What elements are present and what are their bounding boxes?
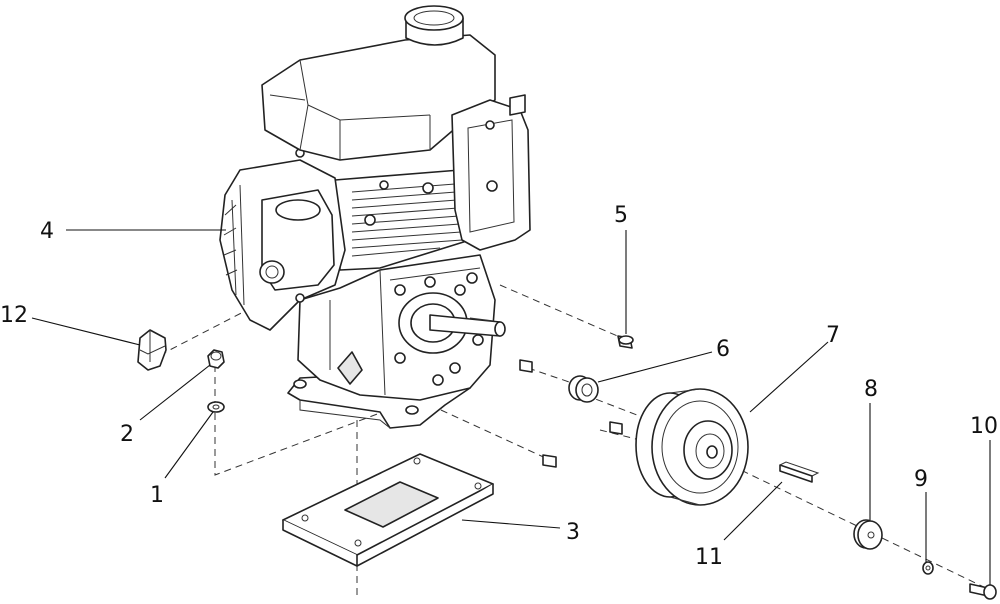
callout-12: 12 [0, 303, 28, 328]
callout-6: 6 [716, 337, 730, 362]
part-6-spacer [568, 375, 599, 403]
part-11-key [779, 461, 820, 483]
callout-3: 3 [566, 520, 580, 545]
callout-labels: 1 2 3 4 5 6 7 8 9 10 11 12 [0, 203, 998, 570]
part-7-pulley [635, 388, 749, 506]
crankcase-vent-slot [337, 351, 363, 385]
leader-lines [31, 229, 991, 585]
part-2-nut [207, 349, 225, 369]
part-10-bolt [969, 583, 997, 600]
callout-2: 2 [120, 422, 134, 447]
callout-8: 8 [864, 377, 878, 402]
callout-4: 4 [40, 219, 54, 244]
callout-5: 5 [614, 203, 628, 228]
part-12-bracket [137, 329, 167, 371]
part-9-lock-washer [922, 561, 934, 575]
part-5-bolt [617, 335, 634, 349]
callout-9: 9 [914, 467, 928, 492]
callout-10: 10 [970, 414, 998, 439]
part-1-washer [207, 401, 225, 413]
air-cleaner-cover [451, 99, 531, 251]
callout-1: 1 [150, 483, 164, 508]
callout-11: 11 [695, 545, 723, 570]
engine-assembly [219, 5, 623, 468]
starter-handle [259, 260, 285, 284]
part-8-washer [853, 519, 883, 550]
part-3-gasket-plate [282, 453, 494, 567]
callout-7: 7 [826, 323, 840, 348]
